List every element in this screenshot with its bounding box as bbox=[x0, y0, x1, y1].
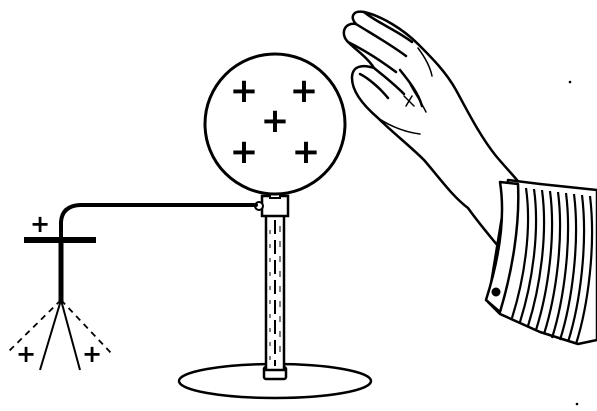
sleeve-icon bbox=[486, 180, 597, 344]
plate-charge-sign: + bbox=[30, 210, 50, 238]
charged-sphere: + + + + + bbox=[205, 54, 345, 194]
sphere-charge-sign: + bbox=[230, 71, 259, 111]
leaf-charge-sign: + bbox=[16, 340, 36, 368]
electroscope-leaves: + + bbox=[8, 243, 112, 370]
insulating-rod bbox=[266, 214, 284, 370]
sphere-charge-sign: + bbox=[261, 101, 290, 141]
sphere-charge-sign: + bbox=[290, 71, 319, 111]
leaf-charge-sign: + bbox=[82, 340, 102, 368]
connecting-wire bbox=[61, 205, 256, 240]
sphere-charge-sign: + bbox=[292, 132, 321, 172]
sphere-charge-sign: + bbox=[230, 132, 259, 172]
hand-icon bbox=[344, 12, 520, 246]
